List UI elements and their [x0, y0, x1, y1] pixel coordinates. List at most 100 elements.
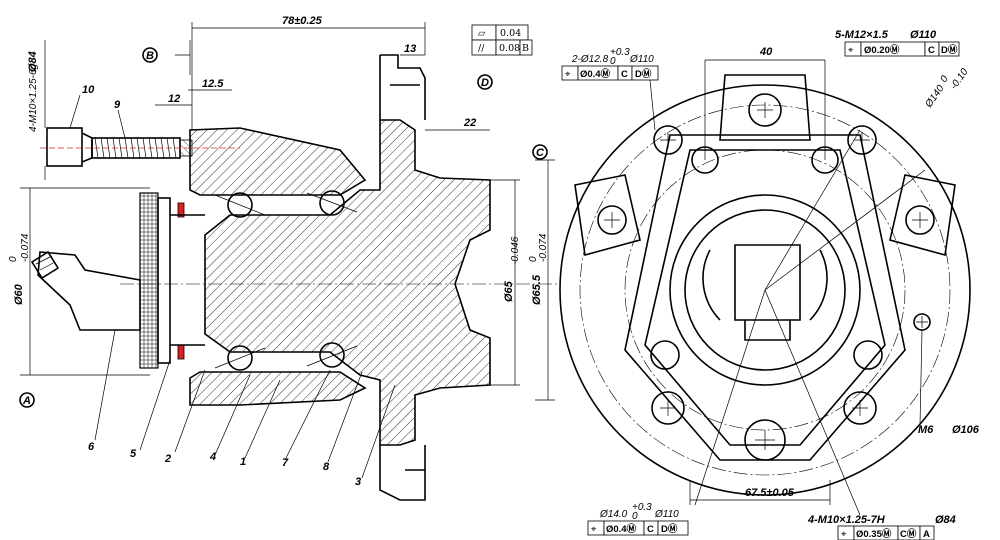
- dim-d110-bot: Ø110: [654, 509, 679, 520]
- bore-inner: [684, 209, 846, 371]
- outer-rim: [559, 84, 971, 496]
- pos-mid-value: Ø0.4Ⓜ: [580, 68, 611, 80]
- hole-tl: [653, 125, 683, 155]
- dim-d65: Ø65: [503, 280, 515, 302]
- datum-b: B: [146, 50, 154, 62]
- flange-top: [379, 54, 426, 120]
- dim-holes-12-8-tol0: 0: [610, 56, 616, 67]
- ball-2: [319, 190, 345, 216]
- dim-d110-mid: Ø110: [629, 54, 654, 65]
- front-view: [559, 59, 971, 516]
- dim-d60-tol-bot: -0.074: [20, 233, 31, 262]
- parallel-datum: B: [522, 43, 529, 54]
- hole-bottom: [744, 419, 786, 461]
- ball-1: [227, 192, 253, 218]
- seal-red-bottom: [177, 344, 185, 360]
- pos-frame-bot1: ⌖ Ø0.4Ⓜ C DⓂ: [587, 520, 689, 536]
- dim-12: 12: [168, 93, 180, 105]
- flatness-symbol: ▱: [478, 28, 486, 39]
- section-dimensions: [20, 22, 555, 401]
- parallel-value: 0.08: [499, 43, 520, 54]
- dim-m12: 5-M12×1.5: [835, 29, 889, 41]
- dim-m6: M6: [918, 424, 934, 436]
- leader-lines: [69, 94, 396, 479]
- section-view: [20, 22, 560, 501]
- section-labels: 78±0.25 Ø84 4-M10×1.25-6g 12 12.5 13 22 …: [8, 15, 549, 488]
- part-9: 9: [114, 99, 121, 111]
- pos-mid-symbol: ⌖: [565, 69, 571, 80]
- outer-housing-low: [190, 372, 365, 405]
- datum-c: C: [536, 147, 545, 159]
- abs-sensor: [30, 250, 141, 331]
- hole-bl2: [651, 391, 685, 425]
- dim-d65-5-tol-bot: -0.074: [538, 233, 549, 262]
- ball-3: [227, 345, 253, 371]
- dim-d140: Ø140: [923, 83, 947, 111]
- flange-inner: [644, 149, 886, 446]
- dim-d140-tol-top: 0: [938, 73, 950, 84]
- wheel-bolt: [40, 127, 240, 167]
- dim-d106: Ø106: [952, 424, 980, 436]
- dim-holes-12-8: 2-Ø12.8: [571, 54, 609, 65]
- pos-frame-mid: ⌖ Ø0.4Ⓜ C DⓂ: [561, 65, 659, 81]
- part-6: 6: [88, 441, 95, 453]
- datum-d: D: [481, 77, 489, 89]
- pos-mid-datum2: DⓂ: [635, 68, 652, 80]
- flatness-value: 0.04: [500, 28, 521, 39]
- part-1: 1: [240, 456, 246, 468]
- bearing-cages: [214, 192, 358, 369]
- outer-housing: [190, 128, 365, 195]
- hole-br: [853, 340, 883, 370]
- hole-br2: [843, 391, 877, 425]
- pos-top-datum2: DⓂ: [941, 44, 958, 56]
- part-7: 7: [282, 457, 289, 469]
- dim-d14-tol0: 0: [632, 511, 638, 522]
- pos-bot2-value: Ø0.35Ⓜ: [856, 528, 892, 540]
- center-sensor: [734, 244, 801, 341]
- hole-tr: [847, 125, 877, 155]
- hole-bl: [650, 340, 680, 370]
- datum-d-marker: [477, 74, 493, 90]
- bearing-balls: [214, 190, 358, 371]
- hole-left: [597, 205, 627, 235]
- ball-4: [319, 342, 345, 368]
- hole-crosses: [604, 102, 928, 450]
- datum-c-marker: [532, 144, 548, 160]
- dim-78: 78±0.25: [282, 15, 323, 27]
- dim-d14-tol: +0.3: [632, 502, 652, 513]
- part-2: 2: [164, 453, 171, 465]
- pos-bot2-symbol: ⌖: [841, 529, 847, 540]
- pos-frame-top: ⌖ Ø0.20Ⓜ C DⓂ: [844, 41, 960, 57]
- dim-thread-bolt: 4-M10×1.25-6g: [28, 63, 39, 132]
- bolt-holes: [597, 93, 935, 461]
- part-5: 5: [130, 448, 137, 460]
- hub-outline: [204, 119, 491, 446]
- lobe-left: [574, 174, 641, 257]
- hole-right: [905, 205, 935, 235]
- center-arcs: [702, 249, 828, 321]
- dim-d84-bot: Ø84: [935, 514, 956, 526]
- dim-22: 22: [463, 117, 476, 129]
- lobe-top: [719, 74, 811, 141]
- abs-ring: [139, 192, 159, 369]
- lobe-right: [889, 174, 956, 257]
- dim-d110-top: Ø110: [910, 29, 937, 41]
- part-3: 3: [355, 476, 361, 488]
- pos-bot1-datum2: DⓂ: [661, 523, 678, 535]
- seal-lines: [170, 214, 205, 346]
- dim-d65-tol: -0.046: [510, 236, 521, 265]
- part-8: 8: [323, 461, 330, 473]
- parallel-symbol: //: [478, 43, 485, 54]
- dim-40: 40: [759, 46, 773, 58]
- dim-d60-tol-top: 0: [8, 256, 19, 262]
- dim-holes-12-8-tol: +0.3: [610, 47, 630, 58]
- dim-67-5: 67.5±0.05: [745, 487, 795, 499]
- pos-top-datum1: C: [928, 45, 935, 56]
- bolt-circle-inner: [624, 149, 906, 431]
- dim-12-5: 12.5: [202, 78, 224, 90]
- seal-red-top: [177, 202, 185, 218]
- dim-13: 13: [404, 43, 416, 55]
- dim-d140-tol-bot: -0.10: [948, 66, 970, 91]
- part-10: 10: [82, 84, 95, 96]
